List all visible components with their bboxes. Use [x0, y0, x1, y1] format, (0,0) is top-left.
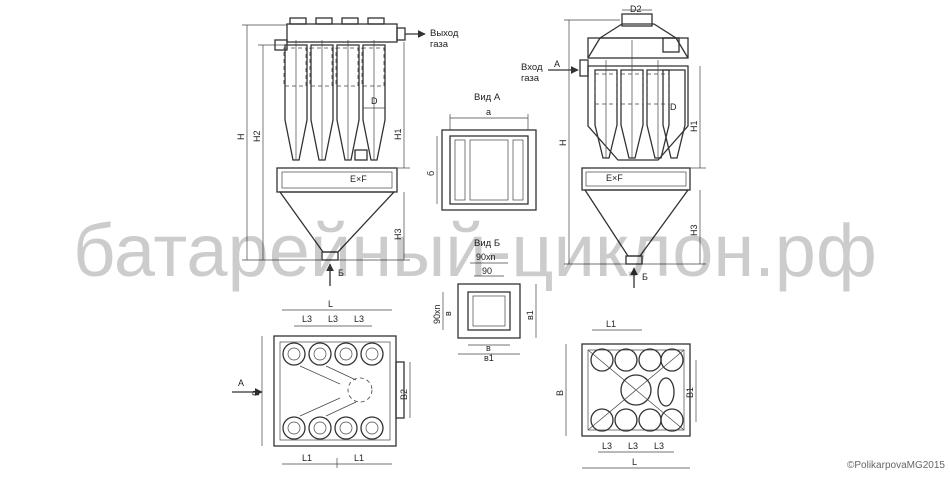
dim-H2-1: H2	[252, 130, 262, 142]
dim-H3-1: H3	[393, 228, 403, 240]
plan2-dim-L3c: L3	[654, 441, 664, 451]
hopper-box-1	[276, 167, 398, 193]
plan1-dim-L3a: L3	[302, 314, 312, 324]
dim-H-1: H	[236, 134, 246, 141]
plan1-dim-L1a: L1	[302, 453, 312, 463]
plan1-dim-L: L	[328, 299, 333, 309]
plan1-dim-L1b: L1	[354, 453, 364, 463]
plan-view-1: L L3 L3 L3 A B B2 L1 L1	[232, 299, 411, 468]
plan2-dim-B1: B1	[685, 387, 695, 398]
dim-D2: D2	[630, 4, 642, 14]
dim-D-2: D	[670, 102, 677, 112]
view-b-90xn-top: 90хn	[476, 252, 496, 262]
view-b-90xn-left: 90хn	[432, 304, 442, 324]
gas-outlet-label-1: Выход	[430, 28, 459, 39]
view-a-dim-a: а	[486, 107, 491, 117]
plan2-dim-L1: L1	[606, 319, 616, 329]
plan-view-2: L1 B B1 L3 L3 L3 L	[555, 319, 697, 469]
view-b-v1-right: в1	[525, 310, 535, 320]
plan1-dim-L3b: L3	[328, 314, 338, 324]
view-b-v-left: в	[443, 311, 453, 316]
gas-inlet-label-2: газа	[521, 73, 540, 84]
dim-H1-2: H1	[689, 120, 699, 132]
dim-ExF-2: E×F	[606, 173, 623, 183]
view-b-v-bottom: в	[486, 343, 491, 353]
copyright-text: ©PolikarpovaMG2015	[847, 460, 945, 471]
outlet-pipes	[289, 17, 385, 25]
gas-inlet-label-1: Вход	[521, 62, 543, 73]
view-a-dim-b: б	[426, 171, 436, 176]
watermark-text: батарейный-циклон.рф	[73, 209, 877, 292]
view-b-v1-bottom: в1	[484, 353, 494, 363]
plan1-arrow-A: A	[238, 378, 244, 388]
view-b-title: Вид Б	[474, 238, 500, 249]
section-mark-B-2: Б	[642, 272, 648, 282]
cyclone-circles-top-2	[590, 348, 684, 372]
dim-H3-2: H3	[689, 224, 699, 236]
view-b-90-top: 90	[482, 266, 492, 276]
view-b: Вид Б 90хn 90 90хn в в в1 в1	[432, 238, 537, 363]
dim-D-1: D	[371, 96, 378, 106]
dim-H1-1: H1	[393, 128, 403, 140]
cyclone-elements-1	[283, 40, 386, 161]
front-view-1: Выход газа E×F Б H	[236, 17, 459, 286]
cyclone-circles-bottom-1	[282, 416, 384, 440]
gas-outlet-label-2: газа	[430, 39, 449, 50]
view-a: Вид А а б	[426, 92, 537, 211]
cyclone-circles-bottom-2	[590, 408, 684, 432]
plan2-dim-B: B	[555, 390, 565, 396]
plan1-dim-B: B	[251, 390, 261, 396]
plan1-dim-L3c: L3	[354, 314, 364, 324]
plan2-dim-L3a: L3	[602, 441, 612, 451]
plan1-dim-B2: B2	[399, 389, 409, 400]
cyclone-elements-2	[587, 40, 689, 161]
arrow-a-label-2: A	[554, 59, 560, 69]
view-a-title: Вид А	[474, 92, 501, 103]
front-view-2: D2 Вход газа A E×F Б	[521, 4, 706, 288]
dim-H-2: H	[558, 140, 568, 147]
section-mark-B-1: Б	[338, 268, 344, 278]
plan2-dim-L: L	[632, 457, 637, 467]
plan2-dim-L3b: L3	[628, 441, 638, 451]
dim-ExF-1: E×F	[350, 174, 367, 184]
cyclone-circles-top-1	[282, 342, 384, 366]
hopper-box-2	[581, 167, 691, 191]
